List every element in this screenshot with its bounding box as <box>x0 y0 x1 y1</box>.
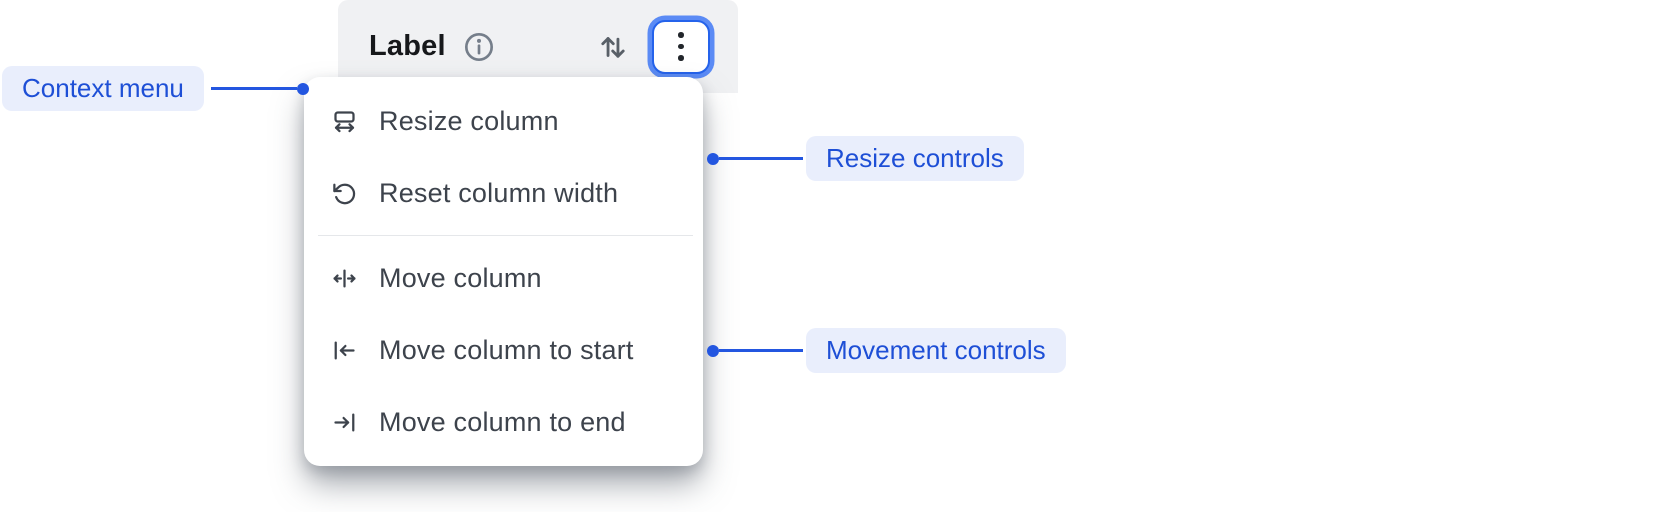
move-column-icon <box>331 265 358 292</box>
reset-column-width-icon <box>331 180 358 207</box>
annotation-resize-controls: Resize controls <box>707 136 1024 181</box>
menu-item-resize-column[interactable]: Resize column <box>304 85 703 157</box>
annotation-label: Movement controls <box>806 328 1066 373</box>
sort-icon[interactable] <box>596 30 630 64</box>
menu-item-label: Move column to start <box>379 334 634 365</box>
kebab-menu-button[interactable] <box>652 19 710 74</box>
annotation-connector-dot <box>707 152 719 165</box>
menu-item-label: Resize column <box>379 105 559 136</box>
annotation-connector-dot <box>296 82 309 95</box>
menu-item-reset-column-width[interactable]: Reset column width <box>304 157 703 229</box>
move-column-to-end-icon <box>331 409 358 436</box>
menu-item-label: Move column <box>379 262 542 293</box>
menu-divider <box>318 235 693 236</box>
annotation-connector-line <box>719 349 803 352</box>
context-menu: Resize column Reset column width <box>304 77 703 466</box>
annotation-movement-controls: Movement controls <box>707 328 1066 373</box>
menu-item-move-column-to-end[interactable]: Move column to end <box>304 386 703 458</box>
annotation-context-menu: Context menu <box>2 66 309 111</box>
info-icon[interactable] <box>463 31 495 63</box>
annotation-connector-dot <box>707 344 719 357</box>
resize-column-icon <box>331 108 358 135</box>
move-column-to-start-icon <box>331 337 358 364</box>
annotation-connector-line <box>719 157 803 160</box>
annotation-label: Resize controls <box>806 136 1024 181</box>
annotation-label: Context menu <box>2 66 204 111</box>
annotation-connector-line <box>210 87 297 90</box>
column-header-label: Label <box>369 30 446 62</box>
menu-item-label: Move column to end <box>379 406 626 437</box>
menu-item-label: Reset column width <box>379 177 619 208</box>
menu-item-move-column[interactable]: Move column <box>304 242 703 314</box>
menu-item-move-column-to-start[interactable]: Move column to start <box>304 314 703 386</box>
kebab-menu-icon <box>678 32 684 38</box>
